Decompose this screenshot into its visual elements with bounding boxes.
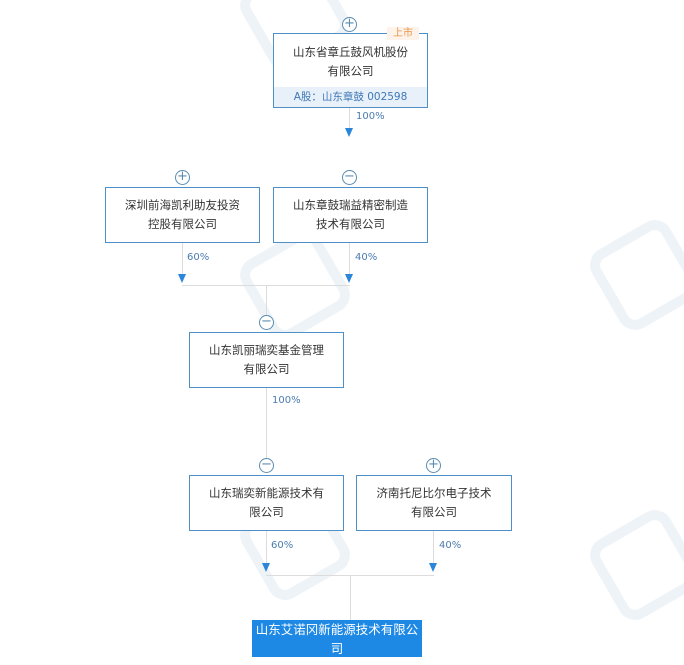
edge-percent: 100% [272, 395, 301, 406]
listed-badge: 上市 [387, 27, 419, 40]
connector [349, 108, 350, 130]
arrow-icon [345, 128, 353, 137]
company-node-shenzhen[interactable]: 深圳前海凯利助友投资控股有限公司 [105, 187, 260, 243]
arrow-icon [429, 563, 437, 572]
stock-info: A股：山东章鼓 002598 [274, 87, 427, 107]
company-name: 山东章鼓瑞益精密制造技术有限公司 [293, 198, 408, 231]
connector [266, 285, 267, 315]
edge-percent: 100% [356, 111, 385, 122]
company-node-zhanggu-ruiyi[interactable]: 山东章鼓瑞益精密制造技术有限公司 [273, 187, 428, 243]
arrow-icon [345, 274, 353, 283]
connector [266, 530, 267, 564]
arrow-icon [178, 274, 186, 283]
company-node-top[interactable]: 山东省章丘鼓风机股份有限公司 上市 A股：山东章鼓 002598 [273, 27, 428, 108]
company-name: 深圳前海凯利助友投资控股有限公司 [125, 198, 240, 231]
connector [266, 387, 267, 459]
watermark [583, 213, 684, 337]
company-node-jinan[interactable]: 济南托尼比尔电子技术有限公司 [356, 475, 512, 531]
edge-percent: 40% [439, 540, 462, 551]
connector [349, 242, 350, 274]
collapse-icon[interactable]: − [342, 170, 357, 185]
connector [350, 575, 351, 620]
expand-icon[interactable]: + [175, 170, 190, 185]
expand-icon[interactable]: + [426, 458, 441, 473]
edge-percent: 40% [355, 252, 378, 263]
collapse-icon[interactable]: − [259, 315, 274, 330]
edge-percent: 60% [187, 252, 210, 263]
edge-percent: 60% [271, 540, 294, 551]
connector [182, 242, 183, 274]
company-name: 山东凯丽瑞奕基金管理有限公司 [209, 343, 324, 376]
company-name: 山东省章丘鼓风机股份有限公司 [293, 45, 408, 78]
watermark [583, 503, 684, 627]
expand-icon[interactable]: + [342, 17, 357, 32]
collapse-icon[interactable]: − [259, 458, 274, 473]
company-name: 山东艾诺冈新能源技术有限公司 [255, 621, 419, 656]
arrow-icon [262, 563, 270, 572]
company-node-target[interactable]: 山东艾诺冈新能源技术有限公司 [252, 620, 422, 657]
connector [433, 530, 434, 564]
company-name: 济南托尼比尔电子技术有限公司 [376, 486, 492, 519]
company-node-ruiyi-energy[interactable]: 山东瑞奕新能源技术有限公司 [189, 475, 344, 531]
company-name: 山东瑞奕新能源技术有限公司 [209, 486, 324, 519]
company-node-kaili[interactable]: 山东凯丽瑞奕基金管理有限公司 [189, 332, 344, 388]
